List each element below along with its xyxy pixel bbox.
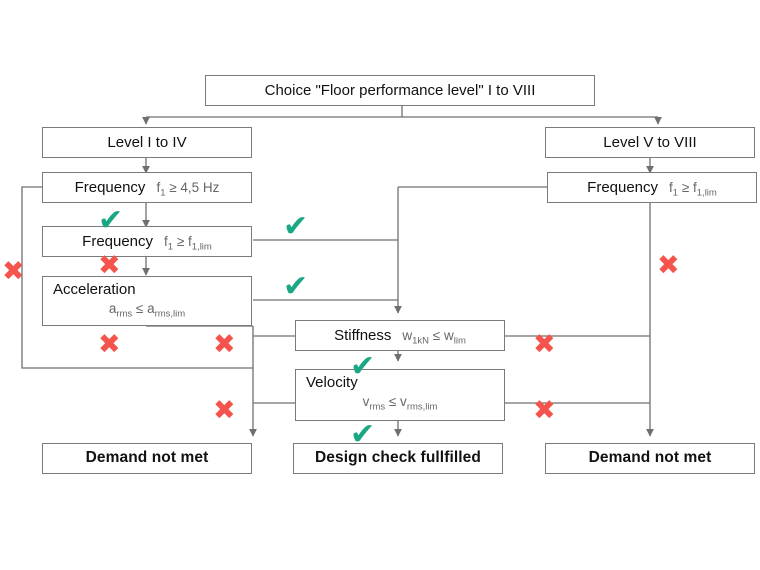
stiffness-box: Stiffness w1kN ≤ wlim (295, 320, 505, 351)
frequency-left-2-formula: f1 ≥ f1,lim (164, 233, 212, 253)
outcome-right-label: Demand not met (588, 449, 712, 467)
outcome-center-box: Design check fullfilled (293, 443, 503, 474)
acceleration-formula: arms ≤ arms,lim (108, 300, 186, 320)
choice-box: Choice "Floor performance level" I to VI… (205, 75, 595, 106)
stiffness-label: Stiffness (334, 326, 392, 344)
level-right-label: Level V to VIII (603, 133, 697, 151)
velocity-box: Velocity vrms ≤ vrms,lim (295, 369, 505, 421)
frequency-right-label: Frequency (587, 178, 659, 196)
velocity-formula: vrms ≤ vrms,lim (362, 393, 438, 413)
frequency-left-1-box: Frequency f1 ≥ 4,5 Hz (42, 172, 252, 203)
choice-box-label: Choice "Floor performance level" I to VI… (264, 81, 536, 99)
level-right-box: Level V to VIII (545, 127, 755, 158)
outcome-left-label: Demand not met (85, 449, 209, 467)
frequency-right-box: Frequency f1 ≥ f1,lim (547, 172, 757, 203)
acceleration-box: Acceleration arms ≤ arms,lim (42, 276, 252, 326)
level-left-box: Level I to IV (42, 127, 252, 158)
outcome-center-label: Design check fullfilled (315, 449, 481, 467)
outcome-right-box: Demand not met (545, 443, 755, 474)
frequency-left-1-formula: f1 ≥ 4,5 Hz (156, 179, 220, 199)
frequency-left-2-box: Frequency f1 ≥ f1,lim (42, 226, 252, 257)
frequency-left-1-label: Frequency (74, 178, 146, 196)
frequency-left-2-label: Frequency (82, 232, 154, 250)
level-left-label: Level I to IV (107, 133, 187, 151)
velocity-label: Velocity (306, 374, 358, 391)
outcome-left-box: Demand not met (42, 443, 252, 474)
frequency-right-formula: f1 ≥ f1,lim (669, 179, 717, 199)
stiffness-formula: w1kN ≤ wlim (402, 327, 466, 347)
acceleration-label: Acceleration (53, 281, 136, 298)
